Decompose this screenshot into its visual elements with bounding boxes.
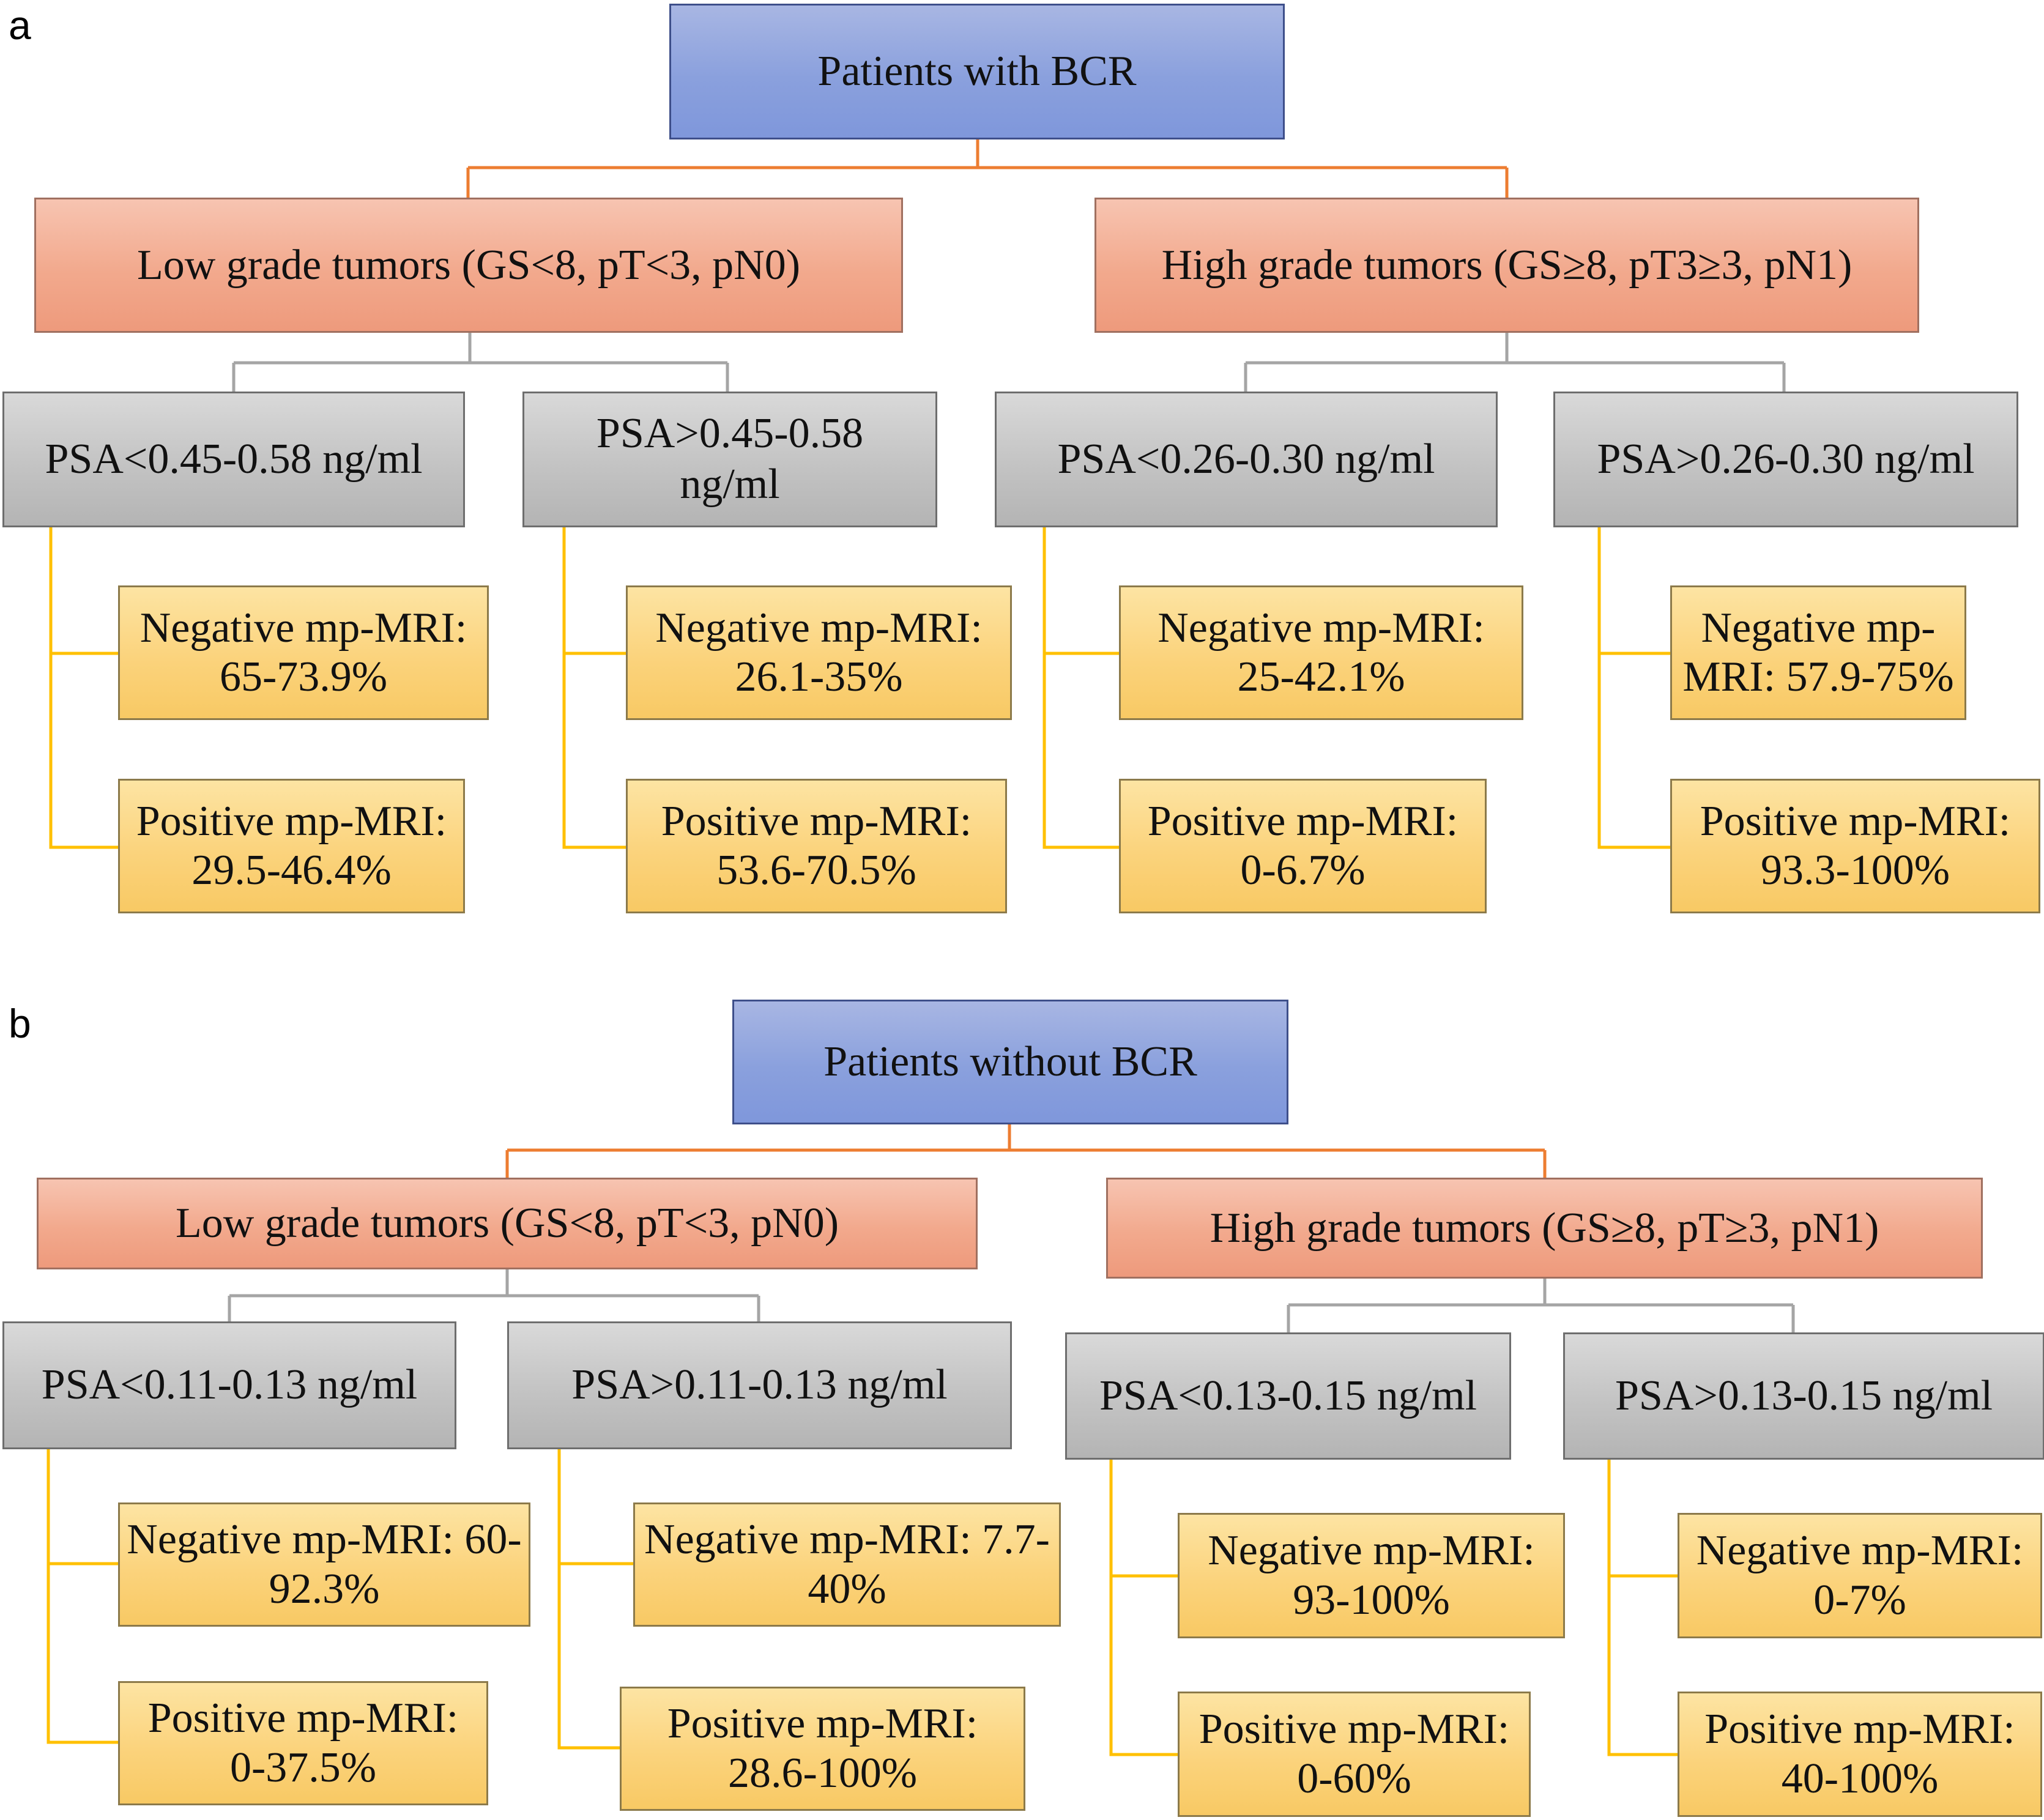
mri-node-b-3-negative: Negative mp-MRI: 93-100%: [1178, 1513, 1565, 1638]
mri-label: Positive mp-MRI: 29.5-46.4%: [136, 797, 447, 894]
mri-node-a-3-negative: Negative mp-MRI: 25-42.1%: [1119, 585, 1523, 720]
mri-node-b-3-positive: Positive mp-MRI: 0-60%: [1178, 1692, 1531, 1817]
psa-label: PSA>0.13-0.15 ng/ml: [1615, 1372, 1993, 1419]
grade-node-a-low: Low grade tumors (GS<8, pT<3, pN0): [34, 198, 903, 333]
mri-node-b-4-positive: Positive mp-MRI: 40-100%: [1678, 1692, 2042, 1817]
psa-node-b-4: PSA>0.13-0.15 ng/ml: [1563, 1332, 2044, 1460]
mri-node-a-1-positive: Positive mp-MRI: 29.5-46.4%: [118, 779, 465, 913]
mri-label: Positive mp-MRI: 0-6.7%: [1147, 797, 1459, 894]
grade-label: High grade tumors (GS≥8, pT≥3, pN1): [1210, 1204, 1879, 1252]
mri-node-a-4-negative: Negative mp-MRI: 57.9-75%: [1670, 585, 1966, 720]
connector-a-psa1: [49, 527, 118, 849]
connector-a-psa4: [1597, 527, 1670, 849]
connector-b-psa2: [557, 1449, 633, 1750]
mri-label: Negative mp-MRI: 7.7-40%: [644, 1516, 1050, 1613]
mri-label: Negative mp-MRI: 0-7%: [1696, 1527, 2024, 1624]
mri-node-b-2-positive: Positive mp-MRI: 28.6-100%: [620, 1687, 1025, 1811]
connector-a-root: [466, 139, 1509, 198]
mri-label: Positive mp-MRI: 28.6-100%: [667, 1700, 978, 1797]
connector-b-high: [1287, 1279, 1795, 1332]
psa-label: PSA>0.26-0.30 ng/ml: [1597, 435, 1975, 483]
mri-label: Positive mp-MRI: 40-100%: [1704, 1706, 2015, 1802]
grade-node-b-high: High grade tumors (GS≥8, pT≥3, pN1): [1106, 1178, 1983, 1279]
mri-label: Positive mp-MRI: 0-60%: [1199, 1706, 1510, 1802]
grade-label: Low grade tumors (GS<8, pT<3, pN0): [175, 1200, 839, 1247]
connector-a-psa2: [562, 527, 626, 849]
psa-label: PSA<0.45-0.58 ng/ml: [45, 435, 423, 483]
grade-node-b-low: Low grade tumors (GS<8, pT<3, pN0): [37, 1178, 978, 1269]
psa-node-a-1: PSA<0.45-0.58 ng/ml: [2, 392, 465, 527]
panel-label-a: a: [9, 2, 31, 48]
mri-node-a-4-positive: Positive mp-MRI: 93.3-100%: [1670, 779, 2040, 913]
psa-node-a-4: PSA>0.26-0.30 ng/ml: [1553, 392, 2018, 527]
grade-label: High grade tumors (GS≥8, pT3≥3, pN1): [1161, 241, 1853, 289]
root-label-b: Patients without BCR: [823, 1038, 1197, 1085]
mri-node-b-1-negative: Negative mp-MRI: 60-92.3%: [118, 1502, 530, 1627]
psa-label: PSA>0.11-0.13 ng/ml: [571, 1361, 948, 1409]
mri-label: Negative mp-MRI: 26.1-35%: [655, 604, 983, 701]
grade-node-a-high: High grade tumors (GS≥8, pT3≥3, pN1): [1094, 198, 1919, 333]
panel-label-b: b: [9, 1001, 31, 1046]
connector-a-low: [232, 333, 729, 392]
mri-label: Negative mp-MRI: 60-92.3%: [127, 1516, 522, 1613]
mri-node-a-2-positive: Positive mp-MRI: 53.6-70.5%: [626, 779, 1007, 913]
psa-node-b-2: PSA>0.11-0.13 ng/ml: [507, 1321, 1012, 1449]
psa-node-b-3: PSA<0.13-0.15 ng/ml: [1065, 1332, 1511, 1460]
psa-label: PSA<0.13-0.15 ng/ml: [1099, 1372, 1477, 1419]
psa-label: PSA<0.26-0.30 ng/ml: [1057, 435, 1435, 483]
mri-label: Negative mp-MRI: 25-42.1%: [1158, 604, 1485, 701]
connector-b-low: [228, 1269, 760, 1321]
psa-node-a-3: PSA<0.26-0.30 ng/ml: [995, 392, 1498, 527]
connector-a-high: [1244, 333, 1786, 392]
mri-label: Negative mp-MRI: 65-73.9%: [139, 604, 467, 701]
mri-label: Negative mp-MRI: 93-100%: [1208, 1527, 1535, 1624]
mri-node-b-4-negative: Negative mp-MRI: 0-7%: [1678, 1513, 2042, 1638]
root-label-a: Patients with BCR: [817, 48, 1137, 95]
mri-label: Positive mp-MRI: 93.3-100%: [1700, 797, 2011, 894]
psa-label: PSA>0.45-0.58 ng/ml: [596, 410, 864, 508]
mri-label: Positive mp-MRI: 53.6-70.5%: [661, 797, 972, 894]
grade-label: Low grade tumors (GS<8, pT<3, pN0): [136, 241, 801, 289]
connector-b-psa4: [1607, 1460, 1678, 1756]
mri-label: Negative mp-MRI: 57.9-75%: [1682, 604, 1954, 701]
psa-label: PSA<0.11-0.13 ng/ml: [41, 1361, 418, 1409]
mri-label: Positive mp-MRI: 0-37.5%: [147, 1695, 459, 1791]
mri-node-b-1-positive: Positive mp-MRI: 0-37.5%: [118, 1681, 488, 1805]
mri-node-a-3-positive: Positive mp-MRI: 0-6.7%: [1119, 779, 1487, 913]
psa-node-a-2: PSA>0.45-0.58 ng/ml: [522, 392, 937, 527]
psa-node-b-1: PSA<0.11-0.13 ng/ml: [2, 1321, 456, 1449]
connector-b-root: [505, 1124, 1547, 1178]
mri-node-a-2-negative: Negative mp-MRI: 26.1-35%: [626, 585, 1012, 720]
mri-node-b-2-negative: Negative mp-MRI: 7.7-40%: [633, 1502, 1061, 1627]
root-node-a: Patients with BCR: [669, 4, 1285, 139]
connector-b-psa1: [46, 1449, 118, 1744]
root-node-b: Patients without BCR: [732, 1000, 1288, 1124]
connector-b-psa3: [1109, 1460, 1178, 1756]
connector-a-psa3: [1042, 527, 1119, 849]
mri-node-a-1-negative: Negative mp-MRI: 65-73.9%: [118, 585, 489, 720]
